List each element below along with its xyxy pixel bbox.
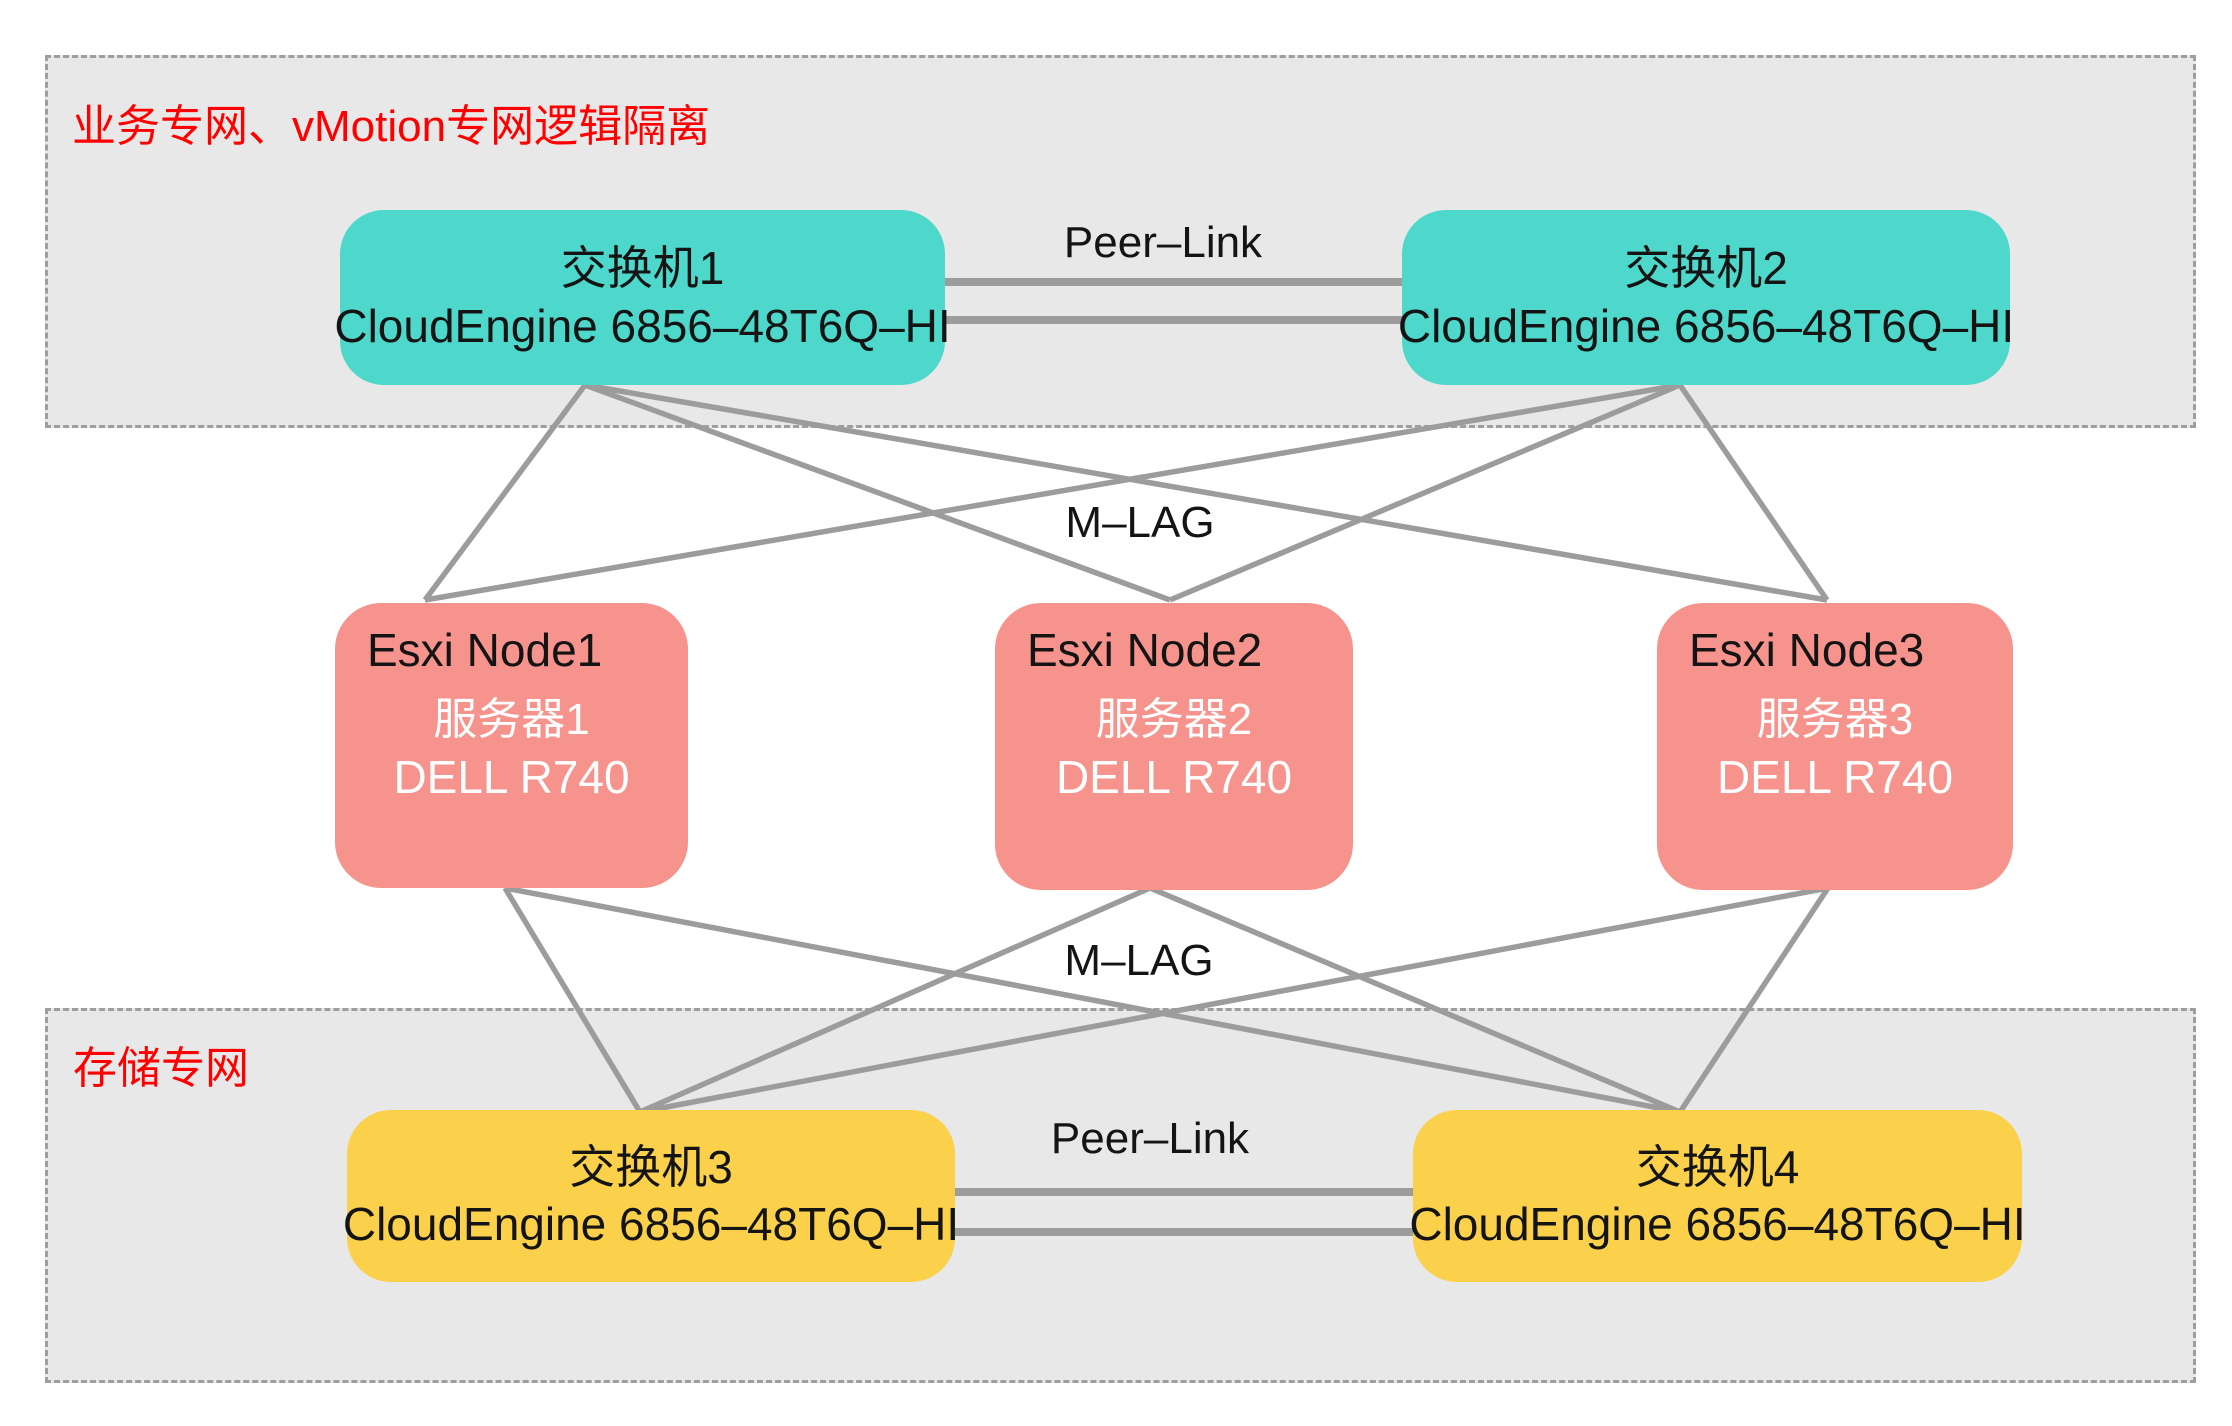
switch-4-model: CloudEngine 6856–48T6Q–HI: [1409, 1198, 2026, 1250]
switch-3-name: 交换机3: [569, 1140, 733, 1193]
link-switch2-node1: [424, 382, 1681, 603]
link-switch1-node2: [584, 382, 1171, 603]
switch-2-box: 交换机2 CloudEngine 6856–48T6Q–HI: [1398, 210, 2014, 385]
link-node1-switch3: [502, 886, 643, 1114]
mlag-bottom-label: M–LAG: [1064, 936, 1214, 985]
switch-3-box: 交换机3 CloudEngine 6856–48T6Q–HI: [343, 1110, 959, 1282]
switch-3-model: CloudEngine 6856–48T6Q–HI: [342, 1198, 960, 1250]
link-node2-switch4: [1148, 885, 1682, 1115]
server-3-box: Esxi Node3 服务器3 DELL R740: [1657, 603, 2013, 890]
switch-4-box: 交换机4 CloudEngine 6856–48T6Q–HI: [1409, 1110, 2026, 1282]
server-2-name: 服务器2: [1095, 695, 1253, 744]
server-2-model: DELL R740: [1055, 751, 1293, 803]
link-node1-switch4: [504, 885, 1681, 1115]
zone-business-label: 业务专网、vMotion专网逻辑隔离: [72, 102, 711, 151]
server-3-model: DELL R740: [1716, 751, 1954, 803]
server-1-model: DELL R740: [393, 751, 630, 803]
server-1-name: 服务器1: [433, 695, 590, 744]
mlag-lines: [422, 382, 1831, 1115]
zone-storage-label: 存储专网: [73, 1044, 249, 1093]
peer-link-lines: [945, 278, 1413, 1236]
server-3-name: 服务器3: [1756, 695, 1914, 744]
server-3-hostname: Esxi Node3: [1689, 624, 1925, 676]
link-switch1-node1: [422, 383, 588, 602]
switch-4-name: 交换机4: [1635, 1140, 1800, 1193]
link-node3-switch4: [1677, 886, 1831, 1114]
peer-link-top-label: Peer–Link: [1063, 218, 1263, 267]
mlag-top-label: M–LAG: [1065, 498, 1215, 547]
switch-2-name: 交换机2: [1624, 242, 1788, 295]
link-switch1-node3: [584, 382, 1828, 603]
link-node3-switch3: [639, 885, 1829, 1115]
switch-2-model: CloudEngine 6856–48T6Q–HI: [1397, 299, 2015, 352]
link-switch2-node3: [1677, 383, 1830, 602]
switch-1-box: 交换机1 CloudEngine 6856–48T6Q–HI: [334, 210, 951, 385]
switch-1-model: CloudEngine 6856–48T6Q–HI: [334, 299, 951, 352]
server-2-hostname: Esxi Node2: [1027, 624, 1263, 676]
link-switch2-node2: [1168, 382, 1682, 603]
server-1-hostname: Esxi Node1: [367, 624, 603, 676]
switch-1-name: 交换机1: [560, 242, 725, 295]
server-1-box: Esxi Node1 服务器1 DELL R740: [335, 603, 688, 888]
link-node2-switch3: [638, 885, 1152, 1115]
peer-link-bottom-label: Peer–Link: [1050, 1114, 1250, 1163]
server-2-box: Esxi Node2 服务器2 DELL R740: [995, 603, 1353, 890]
